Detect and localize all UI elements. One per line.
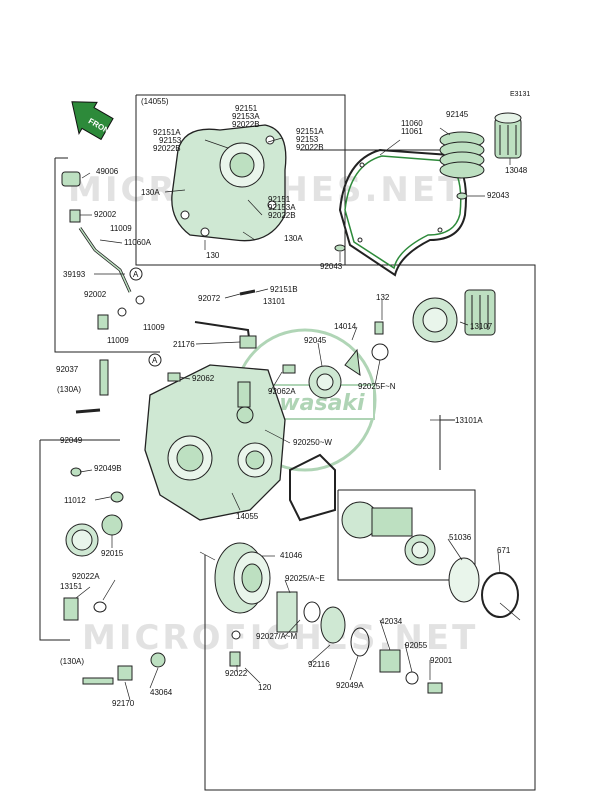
label-11060: 11060 (401, 119, 423, 128)
label-92049: 92049 (60, 436, 83, 445)
plate-14014 (344, 348, 361, 377)
label-92055: 92055 (405, 641, 428, 650)
label-13151: 13151 (60, 582, 83, 591)
label-49006: 49006 (96, 167, 119, 176)
label-92022B-right: 92022B (296, 143, 324, 152)
label-11060A: 11060A (124, 238, 151, 247)
marker-a-mid (148, 353, 162, 367)
label-92153A-b: 92153A (268, 203, 296, 212)
gear-13048 (494, 112, 522, 159)
bolt-92002-a (69, 209, 81, 223)
seal-92015 (101, 514, 123, 536)
label-92049A: 92049A (336, 681, 364, 690)
label-92022B-b: 92022B (268, 211, 296, 220)
collar-92043-b (334, 244, 346, 252)
cover-14055-top (171, 124, 287, 242)
label-51036: 51036 (449, 533, 472, 542)
label-41046: 41046 (280, 551, 303, 560)
label-92145: 92145 (446, 110, 469, 119)
gasket-920250 (289, 453, 336, 522)
label-92001: 92001 (430, 656, 453, 665)
seal-51036 (448, 557, 480, 603)
collar-92043-a (456, 192, 468, 200)
label-92062A: 92062A (268, 387, 296, 396)
case-14055 (144, 364, 286, 521)
label-92153A-a: 92153A (232, 112, 260, 121)
label-92022: 92022 (225, 669, 248, 678)
switch-49006 (61, 171, 81, 187)
label-11061: 11061 (401, 127, 423, 136)
label-13048: 13048 (505, 166, 528, 175)
label-13101A: 13101A (455, 416, 483, 425)
pinion-13101A (341, 501, 436, 566)
label-92153-right: 92153 (296, 135, 319, 144)
label-130A-c: (130A) (57, 385, 82, 394)
label-92151B: 92151B (270, 285, 298, 294)
label-92022B-a: 92022B (232, 120, 260, 129)
label-11012: 11012 (64, 496, 86, 505)
label-A-mid: A (152, 356, 158, 365)
label-92045: 92045 (304, 336, 327, 345)
label-92043-a: 92043 (487, 191, 510, 200)
spring-92145 (439, 131, 485, 179)
label-14055: 14055 (236, 512, 259, 521)
label-92151-b: 92151 (268, 195, 291, 204)
rod-39193 (78, 227, 132, 293)
label-92153-left: 92153 (159, 136, 182, 145)
oring-671 (481, 572, 519, 618)
label-92037: 92037 (56, 365, 79, 374)
label-43064: 43064 (150, 688, 173, 697)
label-13107: 13107 (470, 322, 493, 331)
label-130A-a: 130A (141, 188, 160, 197)
label-92170: 92170 (112, 699, 135, 708)
bolt-92001 (427, 682, 443, 694)
label-920250W: 920250~W (293, 438, 332, 447)
label-130A-d: (130A) (60, 657, 85, 666)
bolt-92002-b (97, 314, 109, 330)
switch-13151 (63, 597, 79, 621)
marker-a-top (129, 267, 143, 281)
label-13101: 13101 (263, 297, 286, 306)
label-92116: 92116 (308, 660, 330, 669)
label-92049B: 92049B (94, 464, 122, 473)
housing-41046 (214, 542, 271, 614)
front-arrow-icon: FRONT (71, 101, 115, 141)
label-14014: 14014 (334, 322, 357, 331)
label-92027AM: 92027/A~M (256, 632, 298, 641)
diagram-code: E3131 (510, 91, 531, 98)
gear-13101 (412, 289, 496, 343)
label-92022A: 92022A (72, 572, 100, 581)
label-130A-b: 130A (284, 234, 303, 243)
label-92025FN: 92025F~N (358, 382, 396, 391)
label-671: 671 (497, 546, 511, 555)
label-21176: 21176 (173, 340, 195, 349)
label-92002-a: 92002 (94, 210, 117, 219)
label-92062: 92062 (192, 374, 215, 383)
label-92022B-left: 92022B (153, 144, 181, 153)
label-92151A-right: 92151A (296, 127, 324, 136)
label-39193: 39193 (63, 270, 86, 279)
bearing-42034 (379, 649, 401, 673)
label-14055-top: (14055) (141, 97, 169, 106)
label-11009-a: 11009 (110, 224, 132, 233)
label-42034: 42034 (380, 617, 403, 626)
label-92151A-left: 92151A (153, 128, 181, 137)
label-92002-b: 92002 (84, 290, 107, 299)
label-92072: 92072 (198, 294, 221, 303)
label-120: 120 (258, 683, 272, 692)
label-92043-b: 92043 (320, 262, 343, 271)
sleeve-92027 (276, 591, 298, 633)
label-130: 130 (206, 251, 220, 260)
label-92025AE: 92025/A~E (285, 574, 325, 583)
bolt-132 (374, 321, 384, 335)
label-A-top: A (133, 270, 139, 279)
label-92151-a: 92151 (235, 104, 258, 113)
label-11009-c: 11009 (107, 336, 129, 345)
label-132: 132 (376, 293, 390, 302)
label-11009-b: 11009 (143, 323, 165, 332)
label-92015: 92015 (101, 549, 124, 558)
